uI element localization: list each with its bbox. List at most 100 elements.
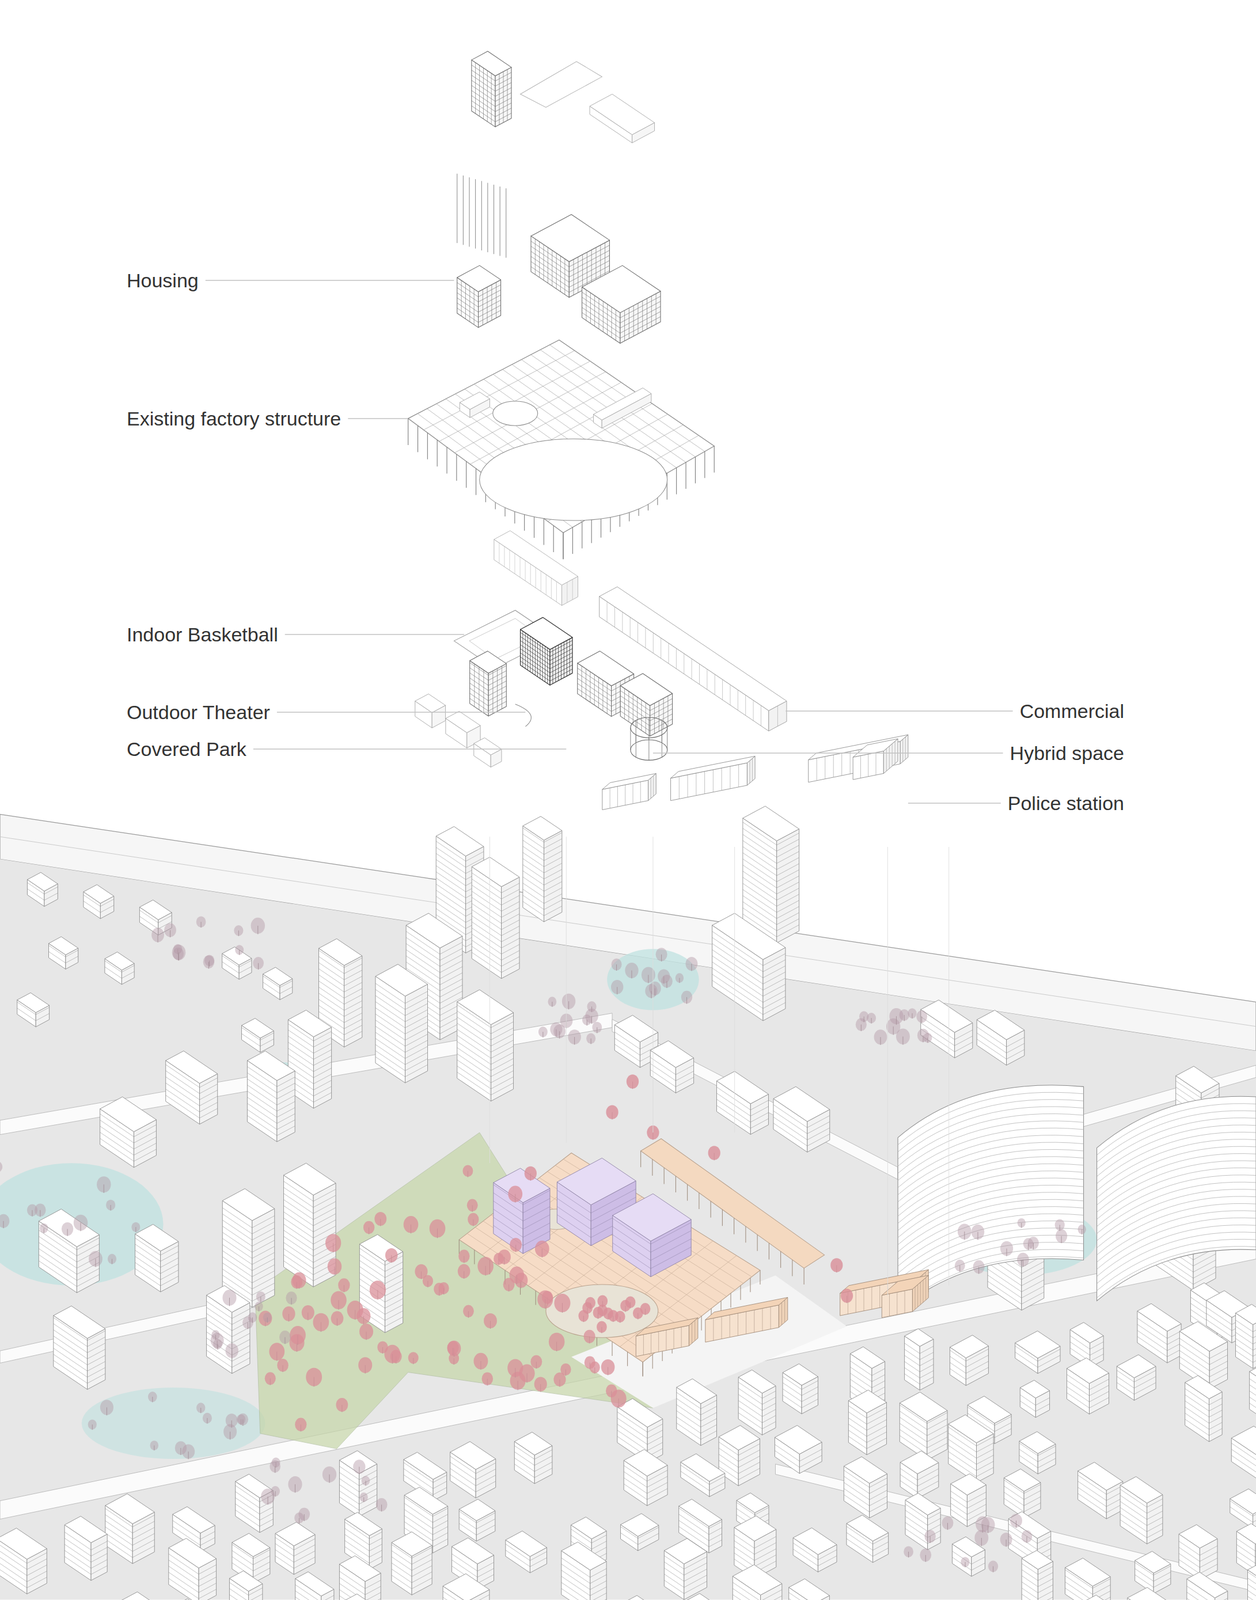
building-roof [435,826,484,857]
floor-line [1097,1246,1256,1299]
building-roof [736,1493,769,1513]
floor-line [276,1101,295,1112]
floor-line [435,871,466,893]
building-face [761,1386,776,1436]
floor-line [384,1311,403,1322]
floor-line [897,1106,1084,1160]
floor-line [222,1226,252,1247]
floor-line [471,940,502,961]
tree [446,1341,459,1355]
mullion-line [784,1300,785,1323]
floor-line [283,1236,314,1257]
mullion-line [922,1280,924,1303]
floor-line [1006,1043,1025,1054]
floor-line [384,1274,403,1285]
floor-line [949,1368,966,1380]
floor-line [252,1228,275,1241]
floor-line [375,995,405,1016]
floor-line [1179,1351,1210,1372]
tree [330,1291,347,1310]
floor-line [1247,1578,1256,1598]
building-roof [514,1432,553,1456]
floor-line [544,888,563,898]
floor-line [248,1594,263,1600]
floor-line [375,1050,405,1072]
building-roof [206,1285,250,1313]
floor-line [590,1599,607,1600]
floor-line [965,1367,989,1380]
floor-line [623,1484,647,1500]
floor-line [1137,1330,1168,1352]
floor-line [709,1482,726,1491]
floor-line [544,900,563,910]
mullion-line [915,1287,916,1310]
floor-line [38,1242,77,1269]
column [612,1341,613,1357]
floor-line [897,1128,1084,1181]
floor-line [965,1355,989,1368]
building-roof [774,1425,822,1455]
floor-line [283,1249,314,1270]
floor-line [762,1397,776,1406]
floor-line [750,1118,769,1129]
tree [534,1241,550,1258]
floor-line [676,1423,701,1440]
floor-line [1253,1341,1256,1351]
building-roof [742,806,800,841]
floor-line [1147,1517,1163,1527]
floor-line [199,1102,218,1113]
floor-line [87,1349,106,1360]
tree [301,1305,315,1320]
building-roof [336,1594,381,1600]
building-roof [712,913,786,960]
floor-line [491,1071,514,1084]
floor-line [869,1496,888,1506]
floor-line [1037,1591,1053,1600]
building-roof [1003,1469,1041,1492]
building-roof [403,1452,447,1480]
floor-line [339,1478,360,1493]
tree [477,1257,494,1276]
floor-line [132,1521,155,1533]
building-roof [620,1513,659,1538]
floor-line [708,1534,722,1542]
building-roof [493,1168,550,1204]
floor-line [439,985,463,998]
floor-line [897,1135,1084,1189]
floor-line [866,1420,887,1431]
floor-line [165,1089,200,1113]
floor-line [718,1454,739,1468]
floor-line [897,1213,1084,1267]
floor-line [663,1574,684,1588]
building-roof [716,1071,769,1104]
building-roof [850,1346,885,1369]
floor-line [404,1515,433,1535]
mullion-line [855,1290,857,1314]
floor-line [1067,1393,1090,1409]
floor-line [90,1541,108,1551]
floor-line [1209,1416,1223,1424]
tree [661,974,673,989]
floor-line [948,1458,977,1478]
column [698,1193,700,1210]
roof-opening [545,1284,659,1338]
floor-line [1064,1588,1093,1600]
floor-line [293,1545,316,1557]
floor-line [252,1270,275,1284]
floor-line [919,1352,934,1361]
floor-line [475,1475,496,1486]
floor-line [1193,1272,1216,1285]
floor-line [477,1562,494,1572]
floor-line [917,1475,939,1487]
building-roof [48,936,79,956]
tree [429,1219,446,1239]
floor-line [1037,1452,1056,1462]
floor-line [501,962,520,973]
tree [467,1198,478,1212]
floor-line [897,1149,1084,1202]
floor-line [1021,1280,1045,1293]
floor-line [647,1476,668,1488]
floor-line [927,1443,948,1455]
floor-line [222,1250,252,1271]
floor-line [750,1112,769,1123]
